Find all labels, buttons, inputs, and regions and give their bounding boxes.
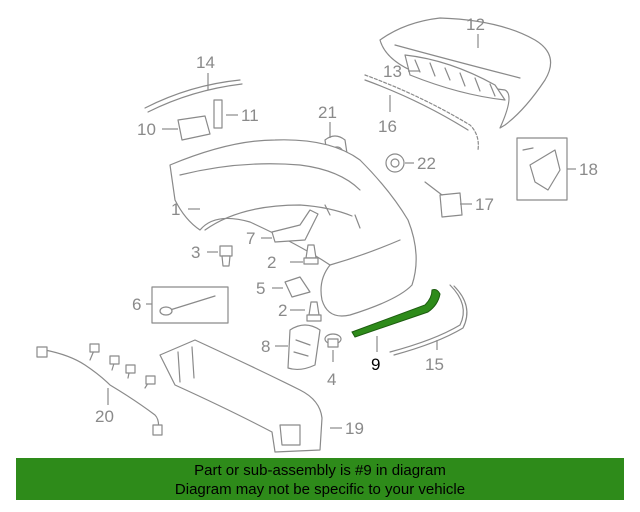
callout-15: 15: [425, 355, 444, 374]
part-6-kit-box: [151, 286, 229, 324]
banner-line-1: Part or sub-assembly is #9 in diagram: [194, 462, 446, 479]
part-11-bracket: [213, 99, 223, 129]
callout-12: 12: [466, 15, 485, 34]
parts-diagram: 1 2 2 3 4 5 6 7 8 9 10 11 12 13 14 15 16…: [36, 15, 598, 453]
callout-3: 3: [191, 243, 200, 262]
callout-21: 21: [318, 103, 337, 122]
part-7-bracket: [271, 209, 319, 243]
part-4-grommet: [324, 333, 342, 348]
part-17-sensor-bracket: [424, 181, 463, 218]
part-20-wiring-harness: [36, 343, 163, 436]
part-22-grommet: [385, 153, 405, 173]
part-13-absorber: [404, 54, 506, 101]
part-18-bracket-box: [516, 137, 568, 201]
callout-7: 7: [246, 229, 255, 248]
part-2-fastener-upper: [303, 244, 319, 265]
callout-14: 14: [196, 53, 215, 72]
callout-10: 10: [137, 120, 156, 139]
callout-20: 20: [95, 407, 114, 426]
part-5-clip: [284, 276, 311, 298]
callout-2-upper: 2: [267, 253, 276, 272]
part-8-cover: [287, 324, 321, 371]
callout-8: 8: [261, 337, 270, 356]
part-16-strip: [364, 74, 479, 151]
part-19-reinforcement: [159, 339, 323, 453]
part-10-cover: [177, 115, 211, 141]
callout-labels: 1 2 2 3 4 5 6 7 8 9 10 11 12 13 14 15 16…: [95, 15, 598, 438]
callout-5: 5: [256, 279, 265, 298]
part-3-screw: [219, 245, 233, 267]
banner-line-2: Diagram may not be specific to your vehi…: [174, 481, 466, 498]
info-banner: Part or sub-assembly is #9 in diagram Di…: [16, 458, 624, 500]
callout-19: 19: [345, 419, 364, 438]
callout-13: 13: [383, 62, 402, 81]
part-14-trim: [144, 79, 243, 113]
callout-18: 18: [579, 160, 598, 179]
part-15-strip: [389, 284, 468, 356]
callout-6: 6: [132, 295, 141, 314]
part-2-fastener-lower: [306, 301, 322, 322]
callout-leaders: [107, 34, 576, 429]
part-9-highlighted-strip: [351, 289, 441, 338]
callout-11: 11: [241, 106, 259, 125]
callout-22: 22: [417, 154, 436, 173]
callout-17: 17: [475, 195, 494, 214]
callout-1: 1: [171, 200, 180, 219]
callout-16: 16: [378, 117, 397, 136]
callout-9-selected: 9: [371, 355, 380, 374]
bumper-clips: [324, 204, 361, 229]
callout-2-lower: 2: [278, 301, 287, 320]
callout-4: 4: [327, 370, 336, 389]
